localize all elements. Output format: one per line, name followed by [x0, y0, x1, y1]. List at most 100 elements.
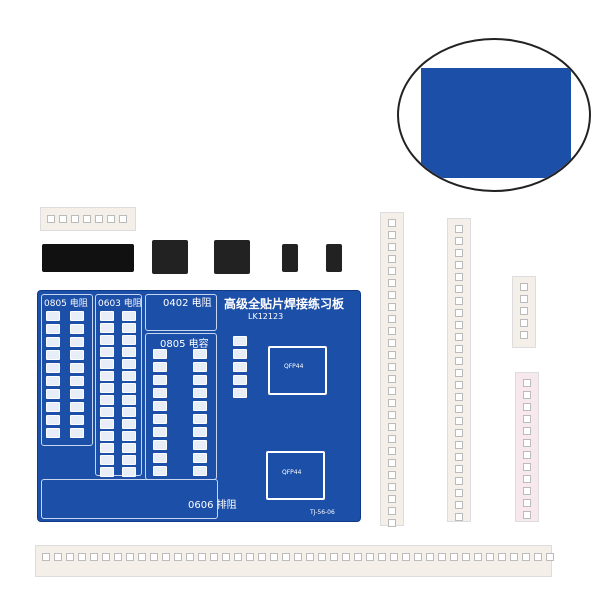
- section-label: 0606 排阻: [188, 500, 237, 511]
- smd-component: [388, 339, 396, 347]
- smd-component: [455, 417, 463, 425]
- smd-component: [138, 553, 146, 561]
- solder-pad: [100, 443, 114, 453]
- smd-component: [107, 215, 115, 223]
- smd-component: [150, 553, 158, 561]
- solder-pad: [46, 324, 60, 334]
- smd-component: [455, 369, 463, 377]
- smd-component: [354, 553, 362, 561]
- solder-pad: [100, 371, 114, 381]
- smd-component: [210, 553, 218, 561]
- solder-pad: [153, 427, 167, 437]
- smd-component: [520, 295, 528, 303]
- smd-component: [455, 477, 463, 485]
- smd-component: [455, 261, 463, 269]
- smd-component: [455, 429, 463, 437]
- section-label: 0603 电阻: [98, 299, 142, 309]
- solder-pad: [193, 466, 207, 476]
- smd-component: [455, 285, 463, 293]
- smd-component: [42, 553, 50, 561]
- solder-pad: [100, 395, 114, 405]
- solder-pad: [100, 431, 114, 441]
- solder-pad: [46, 311, 60, 321]
- smd-component: [426, 553, 434, 561]
- smd-component: [388, 447, 396, 455]
- smd-component: [510, 553, 518, 561]
- solder-pad: [193, 427, 207, 437]
- component-tape-horizontal: [35, 545, 554, 577]
- smd-component: [523, 451, 531, 459]
- solder-pad: [122, 419, 136, 429]
- solder-pad: [122, 383, 136, 393]
- inset-zoom-circle: [397, 38, 591, 192]
- smd-component: [378, 553, 386, 561]
- smd-component: [462, 553, 470, 561]
- smd-component: [455, 237, 463, 245]
- solder-pad: [122, 335, 136, 345]
- smd-component: [258, 553, 266, 561]
- smd-component: [388, 291, 396, 299]
- section-label: 0402 电阻: [163, 298, 212, 309]
- smd-component: [388, 399, 396, 407]
- smd-component: [388, 495, 396, 503]
- smd-component: [546, 553, 554, 561]
- component-tape-short: [512, 276, 536, 348]
- solder-pad: [100, 455, 114, 465]
- solder-pad: [193, 453, 207, 463]
- smd-component: [306, 553, 314, 561]
- solder-pad: [100, 323, 114, 333]
- smd-component: [455, 333, 463, 341]
- solder-pad: [193, 388, 207, 398]
- ic-label: QFP44: [284, 363, 304, 370]
- smd-component: [388, 435, 396, 443]
- solder-pad: [46, 363, 60, 373]
- smd-component: [523, 379, 531, 387]
- smd-component: [388, 411, 396, 419]
- smd-component: [47, 215, 55, 223]
- smd-component: [388, 267, 396, 275]
- solder-pad: [70, 363, 84, 373]
- solder-pad: [46, 428, 60, 438]
- resistor-tape-strip: [40, 207, 136, 231]
- board-model: LK12123: [248, 312, 284, 321]
- smd-component: [71, 215, 79, 223]
- solder-pad: [46, 337, 60, 347]
- solder-pad: [100, 359, 114, 369]
- solder-pad: [153, 362, 167, 372]
- smd-component: [54, 553, 62, 561]
- solder-pad: [122, 395, 136, 405]
- smd-component: [455, 513, 463, 521]
- solder-pad: [122, 407, 136, 417]
- smd-component: [522, 553, 530, 561]
- smd-component: [294, 553, 302, 561]
- solder-pad: [153, 440, 167, 450]
- solder-pad: [70, 428, 84, 438]
- board-title: 高级全贴片焊接练习板: [224, 297, 345, 311]
- smd-component: [523, 415, 531, 423]
- solder-pad: [122, 323, 136, 333]
- solder-pad: [122, 311, 136, 321]
- solder-pad: [233, 388, 247, 398]
- resistor-network-tape: [42, 244, 134, 272]
- solder-pad: [100, 335, 114, 345]
- smd-component: [455, 381, 463, 389]
- smd-component: [455, 297, 463, 305]
- smd-component: [366, 553, 374, 561]
- smd-component: [388, 519, 396, 527]
- smd-component: [388, 507, 396, 515]
- solder-pad: [153, 453, 167, 463]
- solder-pad: [233, 362, 247, 372]
- smd-component: [455, 225, 463, 233]
- solder-pad: [193, 349, 207, 359]
- qfp44-chip: [214, 240, 250, 274]
- smd-component: [330, 553, 338, 561]
- smd-component: [520, 319, 528, 327]
- smd-component: [523, 463, 531, 471]
- solder-pad: [122, 443, 136, 453]
- smd-component: [523, 475, 531, 483]
- solder-pad: [70, 376, 84, 386]
- smd-component: [234, 553, 242, 561]
- smd-component: [388, 303, 396, 311]
- ic-label: QFP44: [282, 469, 302, 476]
- smd-component: [455, 501, 463, 509]
